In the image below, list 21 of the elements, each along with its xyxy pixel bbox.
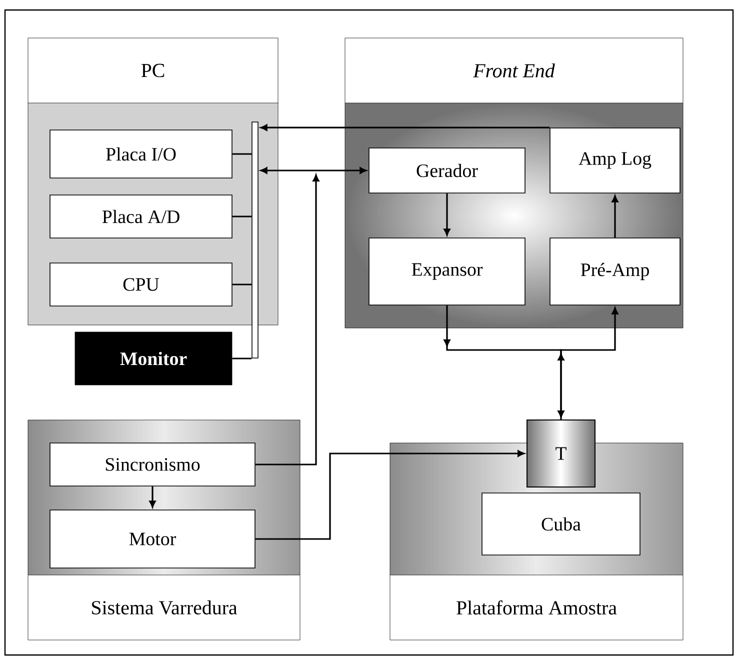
process-box: Pré-Amp (550, 238, 680, 306)
process-box: Placa A/D (50, 194, 232, 238)
process-box: Motor (50, 510, 256, 568)
arrow (255, 174, 320, 466)
process-box: Sincronismo (50, 442, 256, 486)
arrow (255, 450, 524, 540)
process-box: CPU (50, 262, 232, 306)
arrow (260, 124, 550, 131)
arrow (444, 193, 450, 236)
transducer-box: T (526, 420, 596, 488)
monitor-box: Monitor (74, 332, 232, 386)
arrow (149, 486, 156, 508)
arrow (260, 167, 367, 174)
process-box: Expansor (368, 238, 526, 306)
process-box: Cuba (482, 492, 640, 556)
arrow (612, 195, 618, 238)
process-box: Placa I/O (50, 130, 232, 178)
process-box: Amp Log (550, 128, 680, 194)
process-box: Gerador (368, 148, 526, 194)
arrow (444, 305, 564, 418)
arrow (558, 307, 618, 420)
